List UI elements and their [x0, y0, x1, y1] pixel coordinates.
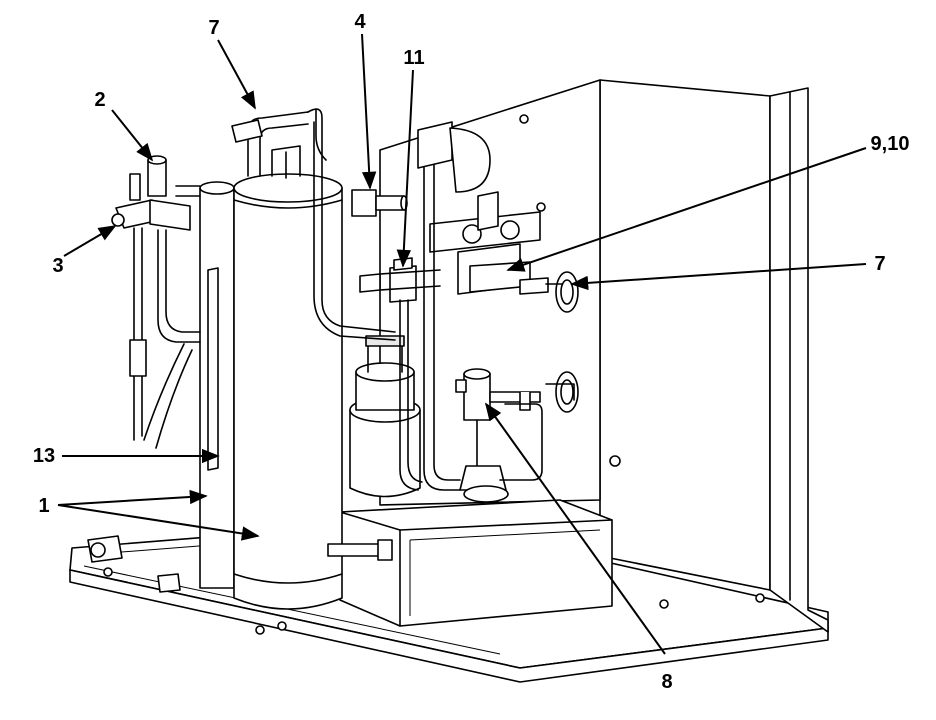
piping-rear	[399, 121, 491, 491]
callout-2: 2	[94, 89, 105, 111]
mounting-clamp	[87, 535, 181, 593]
callout-9-10: 9,10	[871, 133, 910, 155]
receiver-tank	[199, 108, 396, 610]
callout-7-right: 7	[874, 253, 885, 275]
rear-cabinet	[379, 79, 829, 633]
callout-13: 13	[33, 445, 55, 467]
sensor-tubes	[545, 283, 575, 401]
callout-7-top: 7	[208, 17, 219, 39]
callout-1: 1	[38, 495, 49, 517]
pressure-control-assembly	[429, 191, 549, 295]
callout-4: 4	[354, 11, 366, 33]
service-valves	[111, 155, 201, 449]
filter-drier-valve	[455, 368, 543, 503]
callout-labels: 2 3 7 4 11 9,10 7 8 13 1	[33, 11, 910, 693]
callout-8: 8	[661, 671, 672, 693]
leader-lines	[57, 33, 867, 655]
callout-3: 3	[52, 255, 63, 277]
discharge-fitting	[351, 189, 408, 217]
callout-11: 11	[403, 47, 424, 69]
reservoir-tank	[339, 499, 613, 627]
